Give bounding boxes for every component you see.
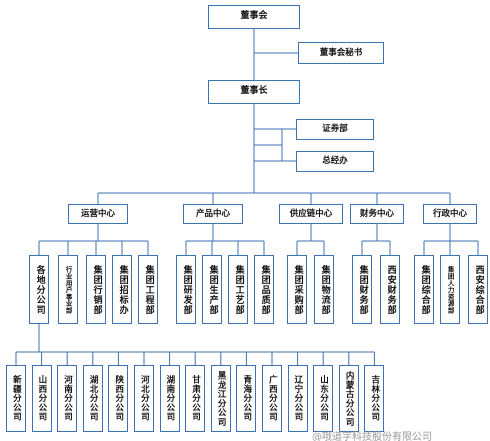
region-13: 内蒙古分公司 bbox=[338, 365, 359, 432]
node-board-secretary: 董事会秘书 bbox=[298, 42, 384, 64]
department-0-1: 行业用户事业部 bbox=[58, 255, 78, 324]
region-9: 青海分公司 bbox=[236, 365, 257, 432]
department-4-0: 集团综合部 bbox=[414, 255, 434, 324]
department-2-0: 集团采购部 bbox=[287, 255, 307, 324]
region-2: 河南分公司 bbox=[57, 365, 78, 432]
department-4-2: 西安综合部 bbox=[468, 255, 488, 324]
node-securities-dept: 证券部 bbox=[296, 119, 374, 140]
region-10: 广西分公司 bbox=[262, 365, 282, 432]
region-8: 黑龙江分公司 bbox=[210, 365, 231, 432]
region-0: 新疆分公司 bbox=[6, 365, 26, 432]
department-1-2: 集团工艺部 bbox=[228, 255, 248, 324]
department-3-1: 西安财务部 bbox=[380, 255, 400, 324]
center-2: 供应链中心 bbox=[279, 204, 343, 224]
region-5: 河北分公司 bbox=[134, 365, 154, 432]
department-1-3: 集团品质部 bbox=[254, 255, 274, 324]
center-1: 产品中心 bbox=[183, 204, 243, 224]
region-12: 山东分公司 bbox=[313, 365, 334, 432]
node-board: 董事会 bbox=[208, 5, 300, 29]
department-0-4: 集团工程部 bbox=[138, 255, 158, 324]
department-0-0: 各地分公司 bbox=[29, 255, 49, 324]
center-0: 运营中心 bbox=[68, 204, 128, 224]
department-1-1: 集团生产部 bbox=[202, 255, 222, 324]
department-1-0: 集团研发部 bbox=[176, 255, 196, 324]
region-7: 甘肃分公司 bbox=[185, 365, 206, 432]
department-2-1: 集团物流部 bbox=[314, 255, 334, 324]
department-0-3: 集团招标办 bbox=[112, 255, 132, 324]
node-gm-office: 总经办 bbox=[296, 151, 374, 172]
node-chairman: 董事长 bbox=[208, 80, 300, 104]
department-4-1: 集团人力资源部 bbox=[440, 255, 460, 324]
center-3: 财务中心 bbox=[350, 204, 404, 224]
region-11: 辽宁分公司 bbox=[287, 365, 308, 432]
region-1: 山西分公司 bbox=[31, 365, 52, 432]
region-3: 湖北分公司 bbox=[82, 365, 103, 432]
center-4: 行政中心 bbox=[423, 204, 477, 224]
region-4: 陕西分公司 bbox=[108, 365, 129, 432]
department-0-2: 集团行销部 bbox=[86, 255, 106, 324]
department-3-0: 集团财务部 bbox=[352, 255, 372, 324]
region-6: 湖南分公司 bbox=[159, 365, 180, 432]
region-14: 吉林分公司 bbox=[364, 365, 385, 432]
watermark: @哦道字科技股份有限公司 bbox=[312, 432, 432, 441]
